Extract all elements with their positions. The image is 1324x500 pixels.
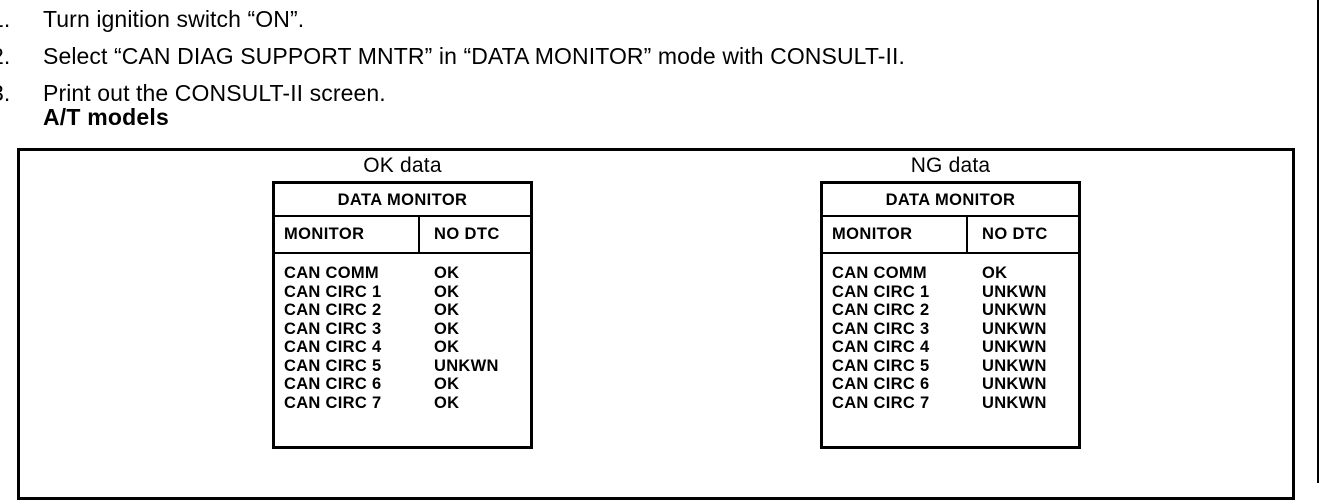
column-header-no-dtc: NO DTC <box>982 225 1048 243</box>
table-title: DATA MONITOR <box>275 184 530 217</box>
step-text: Turn ignition switch “ON”. <box>43 6 305 32</box>
monitor-value: OK <box>434 375 460 393</box>
monitor-item: CAN CIRC 5 <box>284 356 382 375</box>
monitor-item: CAN CIRC 2 <box>832 301 930 319</box>
column-header-monitor: MONITOR <box>823 217 968 252</box>
table-row: CAN CIRC 7 OK <box>275 394 530 413</box>
monitor-item: CAN CIRC 1 <box>832 282 930 301</box>
monitor-value: UNKWN <box>434 356 499 375</box>
data-monitor-table-ok: DATA MONITOR MONITOR NO DTC CAN COMM OK … <box>272 181 533 449</box>
monitor-item: CAN CIRC 4 <box>284 338 382 356</box>
monitor-value: UNKWN <box>982 356 1047 375</box>
monitor-value: UNKWN <box>982 375 1047 393</box>
monitor-item: CAN CIRC 6 <box>832 375 930 393</box>
monitor-item: CAN CIRC 7 <box>832 393 930 412</box>
monitor-item: CAN CIRC 7 <box>284 393 382 412</box>
table-body-ng: CAN COMM OK CAN CIRC 1 UNKWN CAN CIRC 2 … <box>823 254 1078 412</box>
panel-caption-ok: OK data <box>363 154 442 177</box>
table-row: CAN CIRC 5 UNKWN <box>823 357 1078 376</box>
monitor-value: OK <box>434 301 460 319</box>
monitor-item: CAN COMM <box>832 264 927 282</box>
models-sub-heading: A/T models <box>43 104 169 130</box>
monitor-value: UNKWN <box>982 393 1047 412</box>
step-number: 1. <box>0 6 11 32</box>
page-margin-rule <box>1317 0 1319 483</box>
panel-ok-data: OK data DATA MONITOR MONITOR NO DTC CAN … <box>255 151 550 449</box>
panel-caption-ng: NG data <box>910 154 991 177</box>
step-number: 3. <box>0 80 11 106</box>
monitor-value: UNKWN <box>982 282 1047 301</box>
table-column-headers: MONITOR NO DTC <box>823 217 1078 254</box>
monitor-value: OK <box>434 319 460 338</box>
monitor-item: CAN CIRC 1 <box>284 282 382 301</box>
table-row: CAN CIRC 2 OK <box>275 301 530 320</box>
column-header-monitor: MONITOR <box>275 217 420 252</box>
table-row: CAN CIRC 3 UNKWN <box>823 320 1078 339</box>
monitor-item: CAN COMM <box>284 264 379 282</box>
panel-ng-data: NG data DATA MONITOR MONITOR NO DTC CAN … <box>803 151 1098 449</box>
monitor-value: OK <box>982 264 1008 282</box>
table-row: CAN CIRC 7 UNKWN <box>823 394 1078 413</box>
monitor-item: CAN CIRC 4 <box>832 338 930 356</box>
table-row: CAN COMM OK <box>823 264 1078 283</box>
step-number: 2. <box>0 43 11 69</box>
table-row: CAN CIRC 1 UNKWN <box>823 283 1078 302</box>
monitor-value: UNKWN <box>982 319 1047 338</box>
table-row: CAN CIRC 4 UNKWN <box>823 338 1078 357</box>
table-row: CAN CIRC 4 OK <box>275 338 530 357</box>
monitor-item: CAN CIRC 6 <box>284 375 382 393</box>
table-row: CAN CIRC 5 UNKWN <box>275 357 530 376</box>
table-column-headers: MONITOR NO DTC <box>275 217 530 254</box>
figure-frame: OK data DATA MONITOR MONITOR NO DTC CAN … <box>17 148 1295 500</box>
column-header-no-dtc: NO DTC <box>434 225 500 243</box>
table-body-ok: CAN COMM OK CAN CIRC 1 OK CAN CIRC 2 OK … <box>275 254 530 412</box>
monitor-value: UNKWN <box>982 338 1047 356</box>
monitor-value: OK <box>434 338 460 356</box>
data-monitor-table-ng: DATA MONITOR MONITOR NO DTC CAN COMM OK … <box>820 181 1081 449</box>
step-text: Print out the CONSULT-II screen. <box>43 80 386 106</box>
table-title: DATA MONITOR <box>823 184 1078 217</box>
table-row: CAN CIRC 6 OK <box>275 375 530 394</box>
monitor-item: CAN CIRC 5 <box>832 356 930 375</box>
monitor-value: UNKWN <box>982 301 1047 319</box>
monitor-value: OK <box>434 264 460 282</box>
table-row: CAN CIRC 3 OK <box>275 320 530 339</box>
monitor-item: CAN CIRC 3 <box>284 319 382 338</box>
monitor-value: OK <box>434 282 460 301</box>
table-row: CAN CIRC 6 UNKWN <box>823 375 1078 394</box>
table-row: CAN COMM OK <box>275 264 530 283</box>
monitor-item: CAN CIRC 2 <box>284 301 382 319</box>
table-row: CAN CIRC 1 OK <box>275 283 530 302</box>
monitor-value: OK <box>434 393 460 412</box>
monitor-item: CAN CIRC 3 <box>832 319 930 338</box>
step-text: Select “CAN DIAG SUPPORT MNTR” in “DATA … <box>43 43 905 69</box>
table-row: CAN CIRC 2 UNKWN <box>823 301 1078 320</box>
